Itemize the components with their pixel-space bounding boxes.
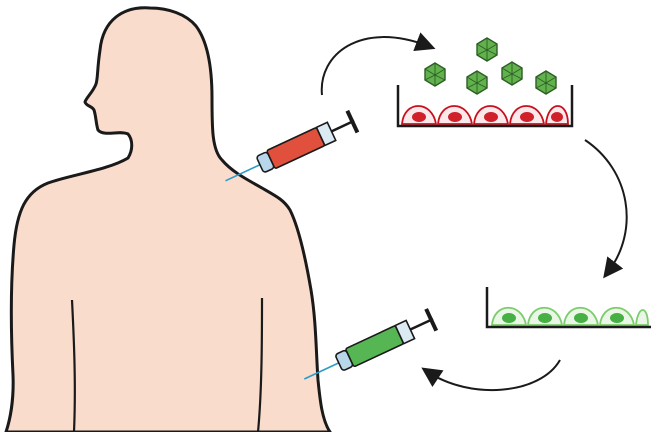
arrow-to-green-dish [585, 140, 627, 272]
virus-particle-icon [467, 71, 487, 94]
human-torso [6, 8, 330, 432]
arrow-to-virus-dish [322, 37, 428, 95]
virus-particle-icon [425, 63, 445, 86]
petri-dish-green [487, 287, 651, 327]
virus-particle-icon [502, 62, 522, 85]
virus-particle-icon [536, 71, 556, 94]
virus-particles [425, 38, 556, 94]
arrow-to-reinfusion [428, 360, 560, 390]
red-cells [402, 106, 568, 124]
syringe-green [299, 308, 438, 390]
virus-particle-icon [477, 38, 497, 61]
green-cells [492, 308, 648, 325]
